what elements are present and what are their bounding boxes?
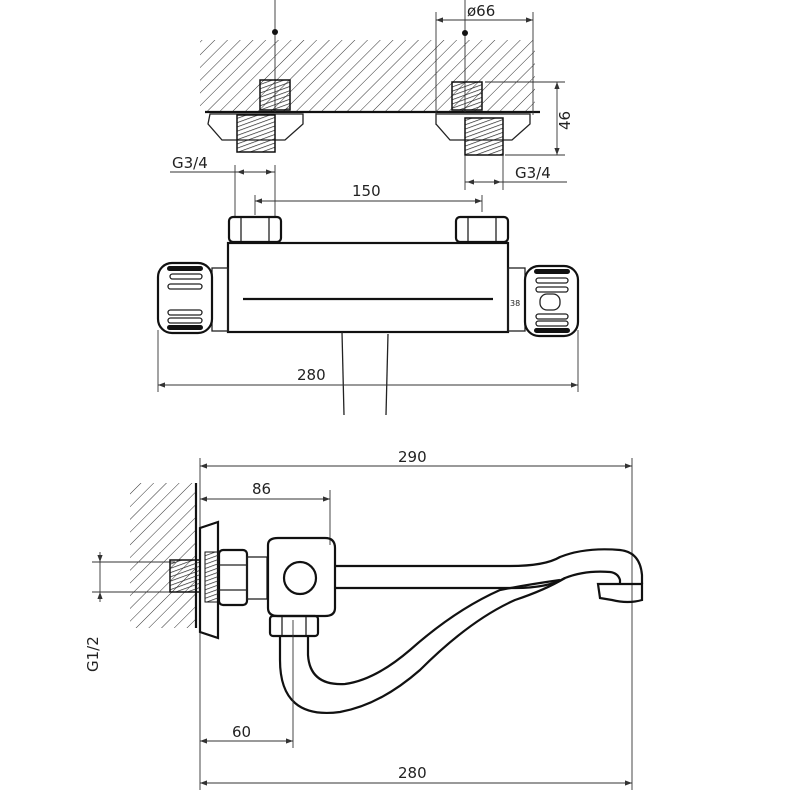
axis-dot-right xyxy=(462,30,468,36)
width-label: 280 xyxy=(297,366,326,384)
valve-body xyxy=(266,536,337,618)
thread-right-label: G3/4 xyxy=(515,164,551,182)
spout-outlet xyxy=(596,582,644,604)
right-temperature-handle xyxy=(507,264,580,338)
lower-nut xyxy=(268,614,320,638)
scale-mark-label: 38 xyxy=(510,299,520,308)
total-length-label: 290 xyxy=(398,448,427,466)
depth-label: 46 xyxy=(556,111,574,130)
side-nut xyxy=(217,548,249,607)
inlet-thread-label: G1/2 xyxy=(84,636,102,672)
side-view: 290 86 G1/2 60 xyxy=(84,448,644,790)
left-nut xyxy=(227,215,283,244)
left-eccentric-fitting xyxy=(207,79,304,153)
left-handle xyxy=(156,261,229,335)
wall-offset-label: 86 xyxy=(252,480,271,498)
mixer-body xyxy=(226,241,510,334)
base-length-label: 280 xyxy=(398,764,427,782)
right-nut xyxy=(454,215,510,244)
valve-cap xyxy=(282,560,318,596)
wall-flange xyxy=(198,520,220,640)
wall-hatch-side xyxy=(130,483,196,628)
inlet-thread xyxy=(169,559,201,593)
diameter-label: ø66 xyxy=(467,2,495,20)
thread-left-label: G3/4 xyxy=(172,154,208,172)
right-eccentric-fitting xyxy=(435,81,531,156)
top-view: ø66 46 G3/4 G3/4 150 xyxy=(156,0,580,416)
wall-hatch xyxy=(200,40,535,112)
axis-dot-left xyxy=(272,29,278,35)
outlet-offset-label: 60 xyxy=(232,723,251,741)
spacing-label: 150 xyxy=(352,182,381,200)
